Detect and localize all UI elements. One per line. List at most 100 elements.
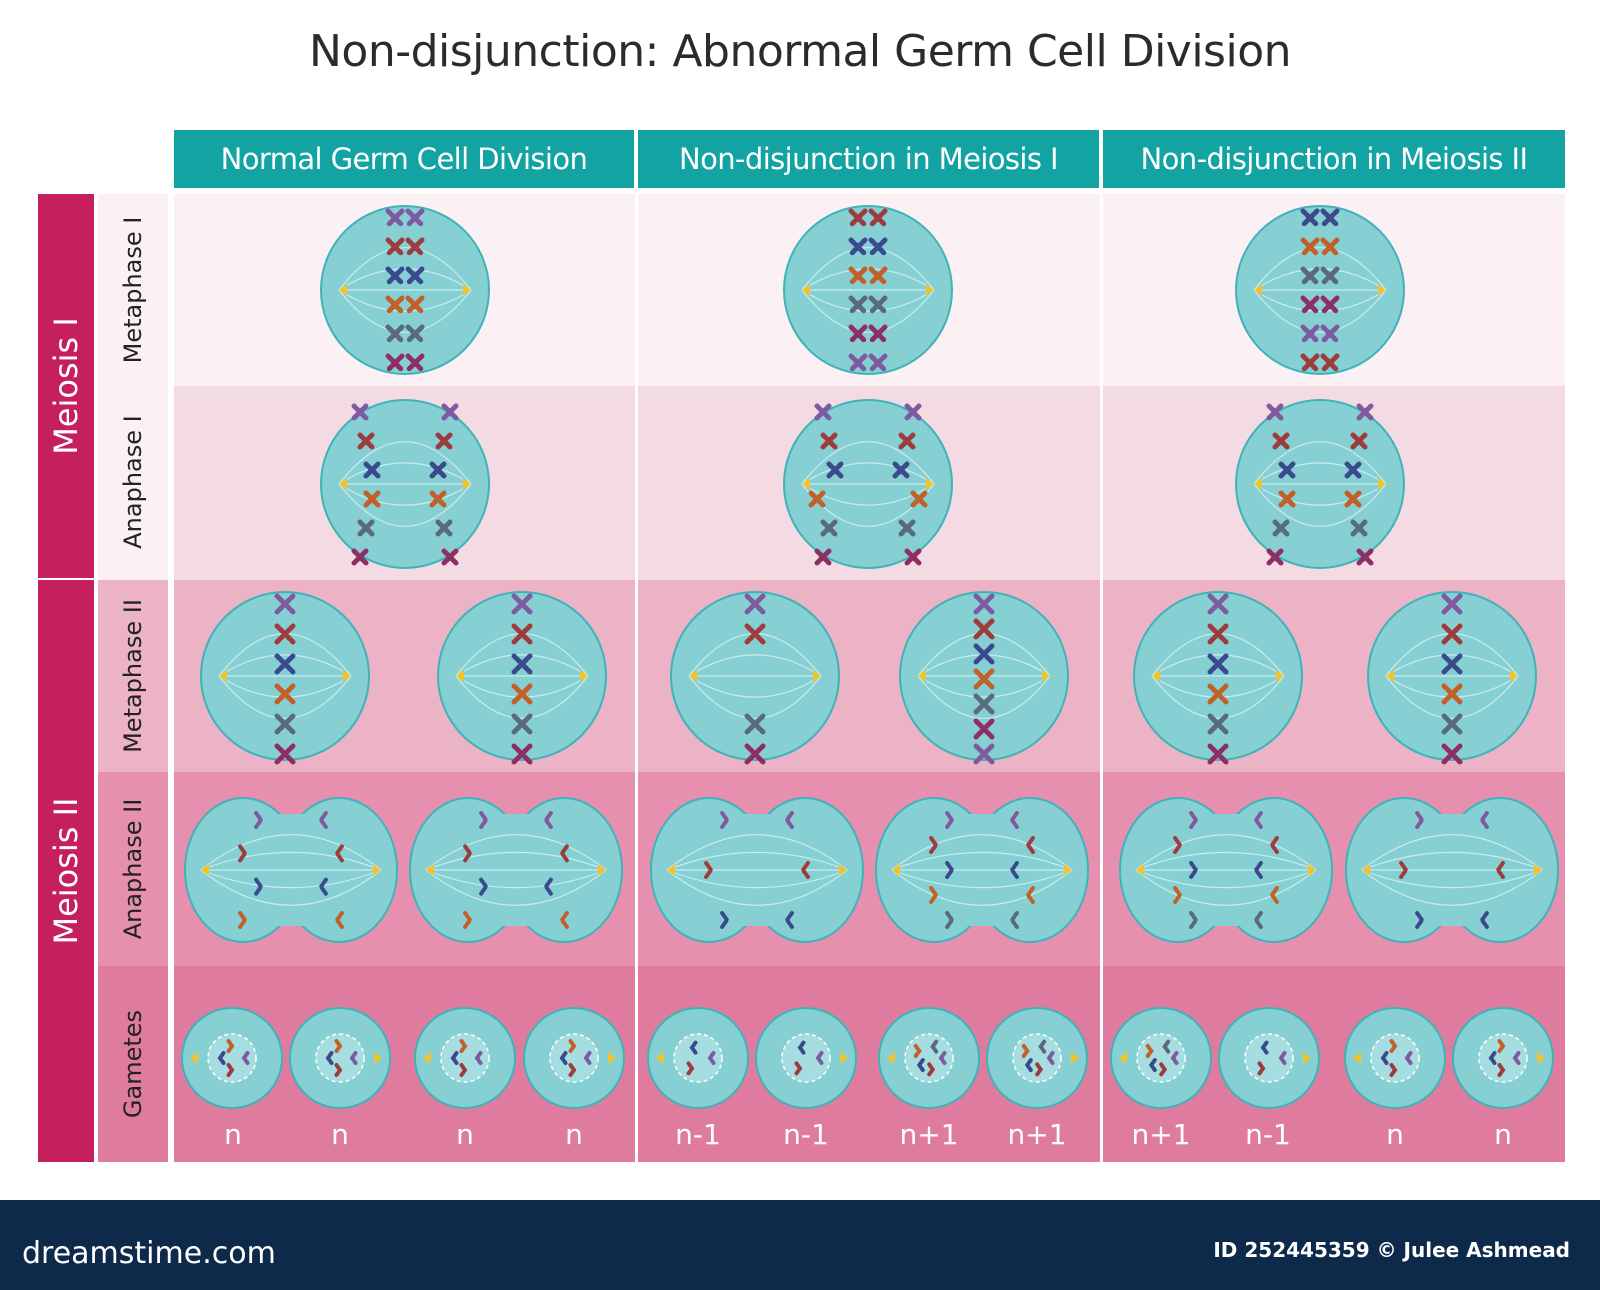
chromosome-icon — [274, 683, 296, 705]
column-divider — [635, 130, 638, 1162]
spindle-fiber — [688, 675, 822, 698]
chromosome-icon — [1025, 886, 1035, 904]
chromosome-icon — [1441, 713, 1463, 735]
chromosome-icon — [1253, 911, 1263, 929]
spindle-fiber — [688, 675, 822, 719]
chromosome-icon — [351, 403, 369, 421]
chromosome-icon — [784, 811, 794, 829]
chromosome-icon — [929, 886, 939, 904]
chromosome-icon — [1035, 1062, 1044, 1077]
chromosome-icon — [511, 743, 533, 765]
chromosome-icon — [385, 208, 405, 228]
chromosome-icon — [868, 324, 888, 344]
nucleus — [1370, 1033, 1420, 1083]
chromosome-icon — [405, 353, 425, 373]
chromosome-icon — [868, 237, 888, 257]
centrosome-icon — [926, 284, 934, 296]
chromosome-icon — [814, 548, 832, 566]
phase-block-meiosis-2: Meiosis II — [38, 580, 94, 1162]
chromosome-icon — [441, 548, 459, 566]
chromosome-icon — [1025, 836, 1035, 854]
chromosome-icon — [385, 324, 405, 344]
ploidy-label: n — [331, 1118, 349, 1151]
chromosome-icon — [1009, 861, 1019, 879]
spindle-fiber — [801, 289, 935, 333]
chromosome-icon — [1253, 861, 1263, 879]
chromosome-icon — [318, 811, 328, 829]
chromosome-icon — [511, 683, 533, 705]
spindle-fiber — [891, 869, 1073, 906]
centrosome-icon — [839, 864, 847, 876]
spindle-fiber — [1135, 851, 1317, 871]
chromosome-icon — [559, 911, 569, 929]
chromosome-icon — [217, 1051, 226, 1065]
chromosome-icon — [1441, 683, 1463, 705]
spindle-fiber — [801, 268, 935, 291]
phase-block-meiosis-1: Meiosis I — [38, 194, 94, 578]
ploidy-label: n — [565, 1118, 583, 1151]
chromosome-icon — [815, 1051, 824, 1065]
chromosome-icon — [1207, 623, 1229, 645]
chromosome-icon — [904, 548, 922, 566]
centrosome-icon — [667, 864, 675, 876]
centrosome-icon — [598, 864, 606, 876]
chromosome-icon — [568, 1039, 577, 1053]
centrosome-icon — [918, 670, 926, 682]
chromosome-icon — [274, 743, 296, 765]
chromosome-icon — [1278, 1051, 1287, 1065]
chromosome-icon — [1350, 519, 1368, 537]
chromosome-icon — [1145, 1043, 1154, 1058]
spindle-fiber — [1151, 654, 1285, 677]
chromosome-icon — [429, 490, 447, 508]
spindle-fiber — [338, 441, 472, 485]
chromosome-icon — [405, 237, 425, 257]
ploidy-label: n-1 — [675, 1118, 721, 1151]
spindle-fiber — [666, 834, 848, 871]
chromosome-icon — [929, 836, 939, 854]
chromosome-icon — [226, 1063, 235, 1077]
spindle-fiber — [1253, 462, 1387, 485]
chromosome-icon — [1441, 593, 1463, 615]
spindle-fiber — [891, 834, 1073, 871]
column-header-nd-meiosis-1: Non-disjunction in Meiosis I — [638, 130, 1099, 188]
chromosome-icon — [1320, 266, 1340, 286]
cell-illustrations — [181, 205, 1559, 1109]
centrosome-icon — [373, 864, 381, 876]
spindle-fiber — [666, 869, 848, 906]
spindle-fiber — [1135, 869, 1317, 889]
chromosome-icon — [1272, 432, 1290, 450]
chromosome-icon — [1495, 861, 1505, 879]
centrosome-icon — [802, 478, 810, 490]
chromosome-icon — [274, 623, 296, 645]
chromosome-icon — [868, 295, 888, 315]
spindle-fiber — [338, 483, 472, 527]
centrosome-icon — [426, 864, 434, 876]
spindle-fiber — [1385, 654, 1519, 677]
spindle-fiber — [200, 851, 382, 871]
chromosome-icon — [1207, 743, 1229, 765]
spindle-fiber — [200, 869, 382, 906]
chromosome-icon — [1278, 490, 1296, 508]
chromosome-icon — [463, 911, 473, 929]
ploidy-label: n-1 — [783, 1118, 829, 1151]
chromosome-icon — [1207, 593, 1229, 615]
footer-bar — [0, 1200, 1600, 1290]
spindle-fiber — [338, 247, 472, 291]
nucleus — [1478, 1033, 1528, 1083]
spindle-fiber — [338, 289, 472, 312]
chromosome-icon — [511, 653, 533, 675]
ploidy-label: n — [456, 1118, 474, 1151]
chromosome-icon — [254, 877, 264, 896]
chromosome-icon — [808, 490, 826, 508]
spindle-fiber — [688, 654, 822, 677]
spindle-fiber — [1135, 834, 1317, 871]
column-divider — [1100, 130, 1103, 1162]
chromosome-icon — [868, 208, 888, 228]
chromosome-icon — [450, 1051, 459, 1065]
chromosome-icon — [973, 743, 995, 765]
chromosome-icon — [689, 1040, 698, 1055]
chromosome-icon — [1300, 208, 1320, 228]
chromosome-icon — [1269, 836, 1279, 854]
centrosome-icon — [190, 1052, 198, 1064]
chromosome-icon — [898, 432, 916, 450]
